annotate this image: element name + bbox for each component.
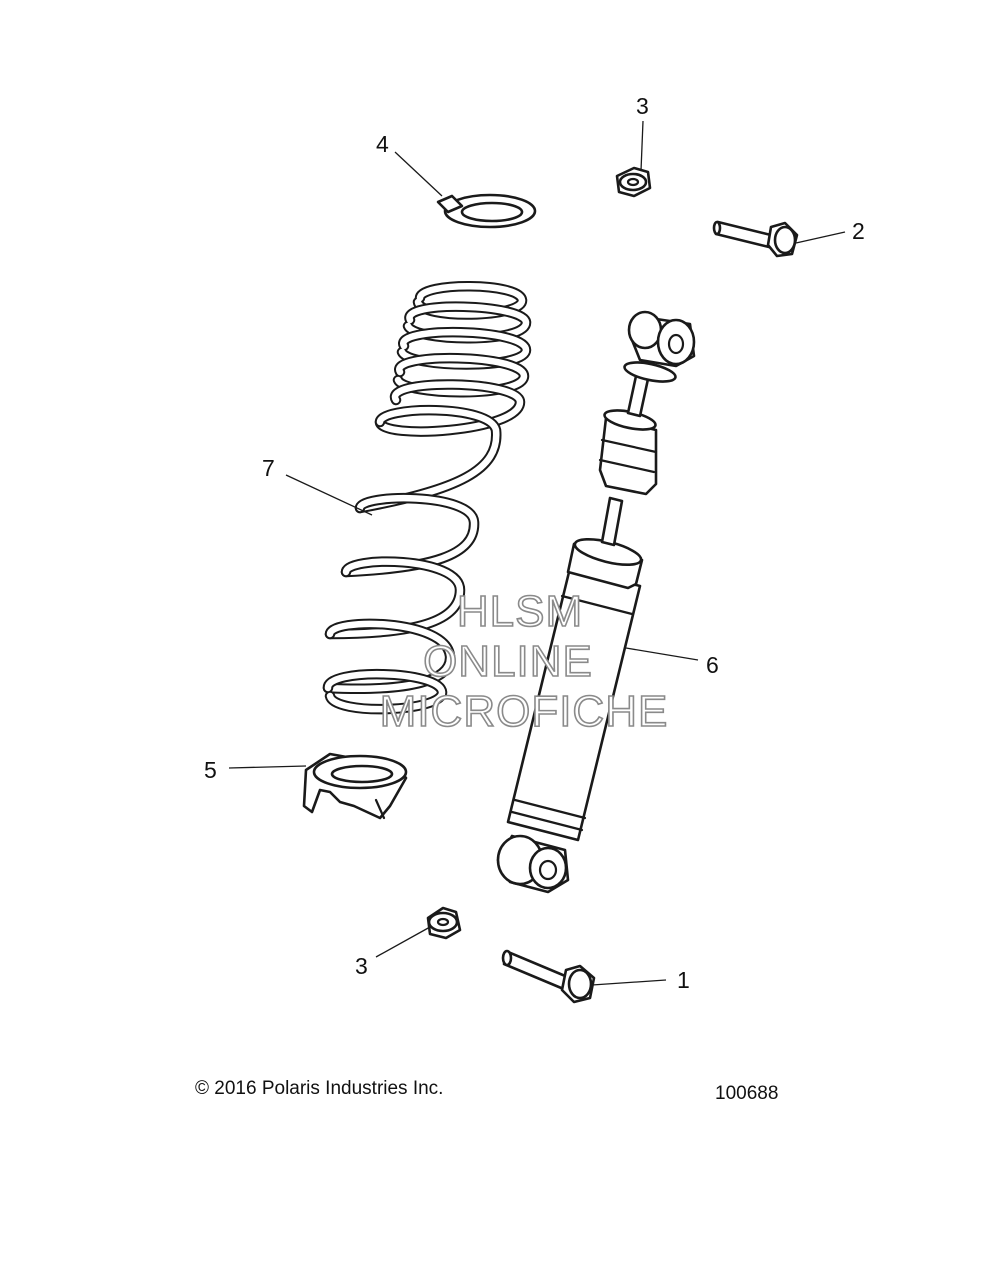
- callout-6: 6: [706, 652, 719, 678]
- callout-5: 5: [204, 757, 217, 783]
- flange-nut-top: [615, 166, 652, 198]
- copyright-text: © 2016 Polaris Industries Inc.: [195, 1078, 444, 1099]
- leader-lines: [228, 120, 846, 986]
- watermark: HLSM ONLINE MICROFICHE: [379, 586, 669, 737]
- flange-nut-bottom: [426, 906, 462, 940]
- callout-3-top: 3: [636, 93, 649, 119]
- watermark-line-2: ONLINE: [423, 637, 593, 686]
- lower-spring-retainer: [302, 752, 408, 820]
- callout-4: 4: [376, 131, 389, 157]
- watermark-line-3: MICROFICHE: [380, 687, 669, 736]
- upper-spring-retainer: [436, 193, 537, 229]
- diagram-number: 100688: [715, 1083, 779, 1104]
- callout-labels: 3 4 2 7 6 5 3 1: [204, 93, 865, 993]
- upper-bolt: [712, 220, 799, 258]
- callout-1: 1: [677, 967, 690, 993]
- coil-spring: [322, 281, 532, 715]
- watermark-line-1: HLSM: [457, 587, 583, 636]
- lower-bolt: [501, 949, 596, 1004]
- shock-absorber: [496, 310, 696, 894]
- callout-3-bottom: 3: [355, 953, 368, 979]
- callout-2: 2: [852, 218, 865, 244]
- callout-7: 7: [262, 455, 275, 481]
